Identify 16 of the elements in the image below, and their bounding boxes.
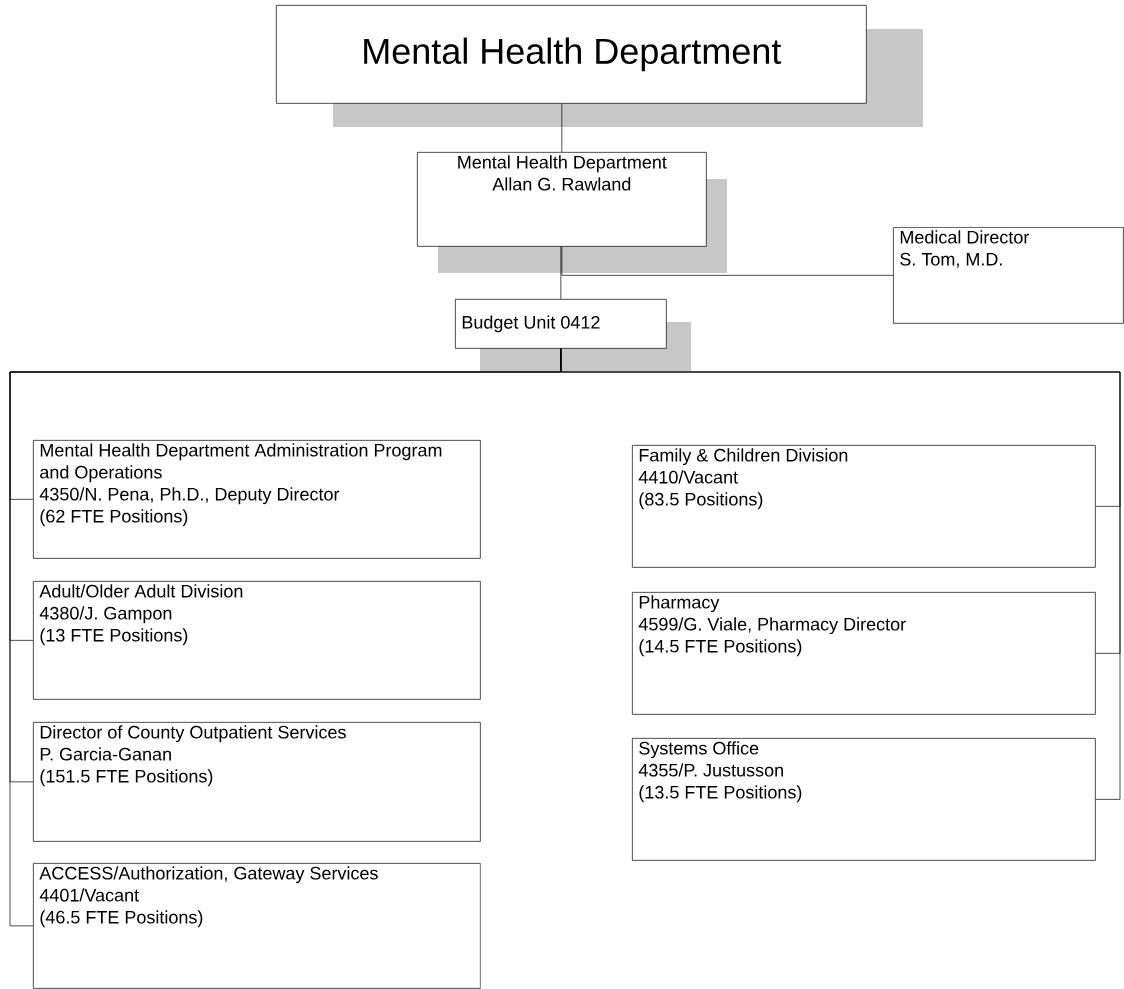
org-box: Director of County Outpatient Services P. Garcia-Ganan (151.5 FTE Positions)	[33, 722, 481, 842]
org-box: Family & Children Division 4410/Vacant (83.5 Positions)	[632, 445, 1096, 568]
org-box: Mental Health Department Allan G. Rawland	[417, 152, 727, 273]
org-box: ACCESS/Authorization, Gateway Services 4401/Vacant (46.5 FTE Positions)	[33, 863, 481, 989]
org-box: Adult/Older Adult Division 4380/J. Gampon (13 FTE Positions)	[33, 581, 481, 700]
node-label: Mental Health Department	[458, 155, 667, 173]
org-box: Pharmacy 4599/G. Viale, Pharmacy Director (14.5 FTE Positions)	[632, 592, 1096, 715]
connector-line	[560, 246, 562, 300]
org-box: Systems Office 4355/P. Justusson (13.5 FTE Positions)	[632, 738, 1096, 861]
org-box: Mental Health Department Administration Program and Operations 4350/N. Pena, Ph.D., Deputy Director (62 FTE Positions)	[33, 440, 481, 559]
connector-line	[560, 348, 1121, 800]
connector-line	[561, 246, 894, 276]
connector-line	[561, 103, 563, 153]
org-box: Medical Director S. Tom, M.D.	[893, 227, 1124, 324]
title-box: Mental Health Department	[276, 5, 923, 127]
org-box: Budget Unit 0412	[455, 299, 691, 371]
